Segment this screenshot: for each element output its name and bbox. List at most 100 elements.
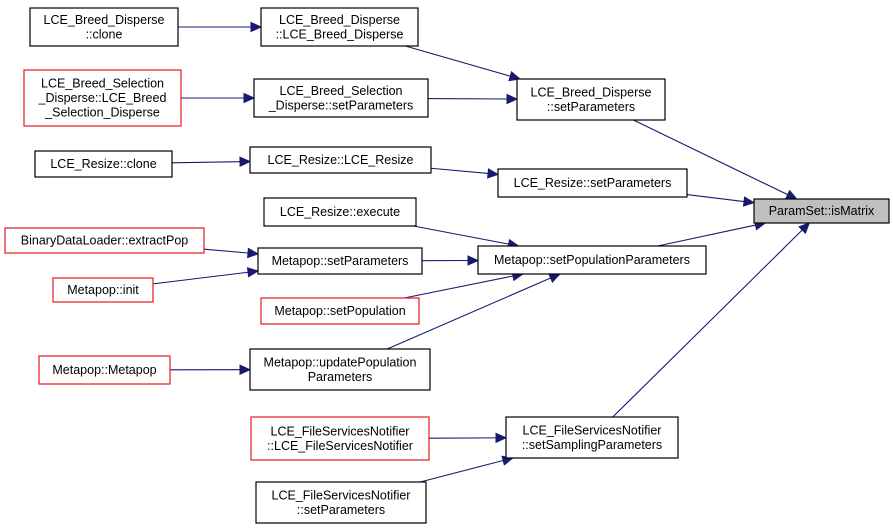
edge-arrowhead [798,222,811,235]
node-resize-execute[interactable]: LCE_Resize::execute [263,197,417,227]
node-resize-ctor[interactable]: LCE_Resize::LCE_Resize [249,146,432,174]
node-label: LCE_Resize::execute [280,205,400,219]
node-label: _Disperse::setParameters [268,98,414,112]
edge-resize-ctor-to-resize-setparams [430,167,500,179]
node-box [260,297,420,325]
node-label: Metapop::setParameters [272,254,409,268]
edge-arrowhead [487,168,500,179]
node-mp-setpopparams[interactable]: Metapop::setPopulationParameters [477,245,707,275]
node-fsn-setparams[interactable]: LCE_FileServicesNotifier::setParameters [255,481,427,524]
edge-fsn-setsampling-to-ps-ismatrix [612,222,811,418]
edge-arrowhead [506,93,519,105]
node-bdl-extract[interactable]: BinaryDataLoader::extractPop [4,227,205,254]
node-box [263,197,417,227]
node-mp-setparams[interactable]: Metapop::setParameters [257,247,423,275]
node-label: Metapop::init [67,283,139,297]
edge-line [413,225,509,245]
edge-arrowhead [467,255,480,266]
edge-line [386,277,551,350]
edge-arrowhead [742,196,756,207]
node-label: LCE_Breed_Disperse [531,85,652,99]
edge-mp-setparams-to-mp-setpopparams [421,255,480,266]
node-label: LCE_Resize::LCE_Resize [268,153,414,167]
node-resize-clone[interactable]: LCE_Resize::clone [34,150,173,178]
node-box [255,481,427,524]
edge-resize-clone-to-resize-ctor [171,156,252,167]
node-label: ::setSamplingParameters [522,438,662,452]
node-box [38,355,171,385]
node-label: LCE_Resize::clone [50,157,156,171]
edge-arrowhead [246,267,260,278]
edge-line [152,271,249,285]
edge-arrowhead [239,364,252,375]
node-label: LCE_FileServicesNotifier [523,423,662,437]
node-label: LCE_Breed_Disperse [279,13,400,27]
node-box [34,150,173,178]
node-label: _Selection_Disperse [44,106,160,120]
edge-resize-execute-to-mp-setpopparams [413,225,520,250]
edge-line [686,194,745,203]
node-label: ParamSet::isMatrix [769,204,875,218]
edge-breed-ctor-to-breed-setparams [405,45,522,82]
node-label: ::setParameters [547,100,635,114]
node-box [253,78,429,118]
node-mp-init[interactable]: Metapop::init [52,277,154,303]
nodes-layer: LCE_Breed_Disperse::cloneLCE_Breed_Dispe… [4,7,890,524]
node-label: Metapop::setPopulationParameters [494,253,690,267]
node-label: _Disperse::LCE_Breed [38,91,167,105]
node-label: Metapop::setPopulation [274,304,405,318]
node-breed-clone[interactable]: LCE_Breed_Disperse::clone [29,7,179,47]
edge-bdl-extract-to-mp-setparams [203,247,260,259]
node-resize-setparams[interactable]: LCE_Resize::setParameters [497,168,688,198]
node-box [52,277,154,303]
edge-arrowhead [548,273,561,284]
node-box [516,78,666,121]
edge-line [405,45,511,77]
node-label: ::LCE_Breed_Disperse [276,27,404,41]
edge-mp-setpop-to-mp-setpopparams [404,270,524,299]
node-mp-setpop[interactable]: Metapop::setPopulation [260,297,420,325]
node-label: LCE_Breed_Selection [280,84,403,98]
node-mp-ctor[interactable]: Metapop::Metapop [38,355,171,385]
node-label: LCE_Breed_Selection [41,77,164,91]
node-label: Parameters [308,370,373,384]
node-breed-ctor[interactable]: LCE_Breed_Disperse::LCE_Breed_Disperse [260,7,419,47]
node-label: Metapop::Metapop [52,363,156,377]
edge-line [612,229,803,418]
node-label: ::clone [86,27,123,41]
node-ps-ismatrix[interactable]: ParamSet::isMatrix [753,198,890,224]
edge-bsel-ctor-to-bsel-setparams [181,92,256,104]
edge-line [430,167,489,175]
node-label: LCE_Breed_Disperse [44,13,165,27]
node-label: ::setParameters [297,503,385,517]
node-label: ::LCE_FileServicesNotifier [267,439,413,453]
edge-line [657,224,756,247]
node-fsn-setsampling[interactable]: LCE_FileServicesNotifier::setSamplingPar… [505,416,679,459]
node-label: LCE_Resize::setParameters [514,176,672,190]
node-bsel-ctor[interactable]: LCE_Breed_Selection_Disperse::LCE_Breed_… [23,69,182,127]
node-fsn-ctor[interactable]: LCE_FileServicesNotifier::LCE_FileServic… [250,416,430,461]
edge-arrowhead [239,156,252,167]
node-bsel-setparams[interactable]: LCE_Breed_Selection_Disperse::setParamet… [253,78,429,118]
edge-line [633,119,788,196]
node-box [249,348,431,391]
edge-fsn-setparams-to-fsn-setsampling [420,455,514,483]
edge-bsel-setparams-to-breed-setparams [427,93,519,105]
node-box [4,227,205,254]
edge-breed-clone-to-breed-ctor [178,21,263,33]
node-box [249,146,432,174]
edge-arrowhead [243,92,256,104]
edge-line [404,275,514,299]
node-breed-setparams[interactable]: LCE_Breed_Disperse::setParameters [516,78,666,121]
node-box [497,168,688,198]
node-label: Metapop::updatePopulation [264,355,417,369]
node-box [29,7,179,47]
edge-mp-init-to-mp-setparams [152,267,260,285]
node-box [477,245,707,275]
node-label: LCE_FileServicesNotifier [272,488,411,502]
edge-mp-ctor-to-mp-updatepop [169,364,252,375]
edge-fsn-ctor-to-fsn-setsampling [428,432,508,444]
edge-line [171,161,241,164]
